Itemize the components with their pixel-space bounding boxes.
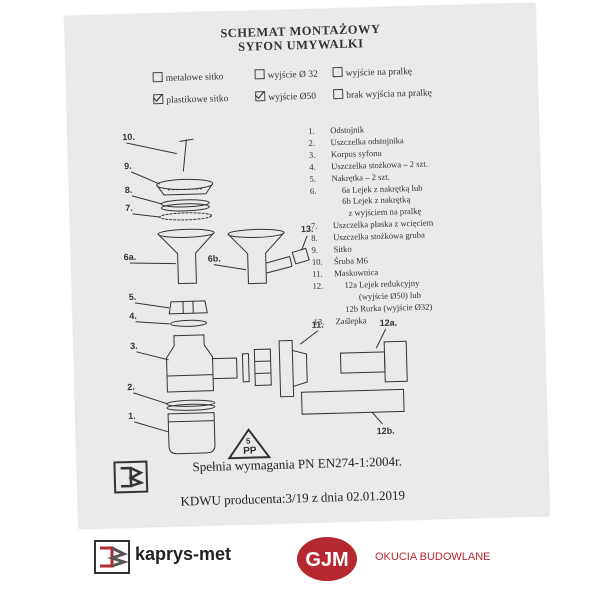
flat-seal-part xyxy=(159,212,213,221)
part-label-3: 3. xyxy=(130,341,138,351)
cover-part xyxy=(278,339,308,398)
part-label-5: 5. xyxy=(129,292,137,302)
part-label-12b: 12b. xyxy=(376,426,394,436)
part-label-1: 1. xyxy=(128,411,136,421)
part-label-13: 13. xyxy=(301,224,314,234)
thick-seal-part xyxy=(160,199,210,212)
strainer-part xyxy=(156,178,214,196)
screw-part xyxy=(179,138,194,172)
part-label-12a: 12a. xyxy=(379,318,397,328)
reducer-12a-part xyxy=(339,340,408,383)
conical-seal-part xyxy=(170,319,208,327)
part-label-11: 11. xyxy=(312,320,324,330)
part-label-9: 9. xyxy=(124,161,132,171)
settler-part xyxy=(167,412,216,455)
cap-part xyxy=(291,247,310,265)
kaprys-brand-name: kaprys-met xyxy=(135,544,232,564)
part-label-8: 8. xyxy=(125,185,133,195)
funnel-6b-part xyxy=(227,228,293,285)
part-label-10: 10. xyxy=(122,132,135,142)
nut-part xyxy=(168,300,208,315)
recycle-pp-icon: PP 5 xyxy=(227,427,272,460)
part-label-7: 7. xyxy=(125,203,133,213)
gjm-tagline: OKUCIA BUDOWLANE xyxy=(375,551,491,563)
funnel-6a-part xyxy=(157,228,215,285)
part-label-6b: 6b. xyxy=(208,253,221,263)
recycle-number: 5 xyxy=(246,437,251,446)
producer-logo-icon xyxy=(113,460,149,494)
recycle-label: PP xyxy=(243,445,257,456)
gjm-logo-text: GJM xyxy=(305,549,348,571)
instruction-sheet: SCHEMAT MONTAŻOWY SYFON UMYWALKI metalow… xyxy=(64,3,550,529)
part-label-6a: 6a. xyxy=(124,252,137,262)
part-label-2: 2. xyxy=(127,382,135,392)
siphon-body-part xyxy=(166,334,238,393)
siphon-exploded-diagram: 10. 9. 8. 7. 6a. xyxy=(113,132,408,494)
kaprys-logo-icon xyxy=(94,540,130,574)
side-nut-part xyxy=(241,348,272,387)
settler-seal-part xyxy=(166,399,216,411)
gjm-logo-icon: GJM xyxy=(297,537,357,581)
tube-12b-part xyxy=(301,388,405,415)
part-label-4: 4. xyxy=(129,311,137,321)
